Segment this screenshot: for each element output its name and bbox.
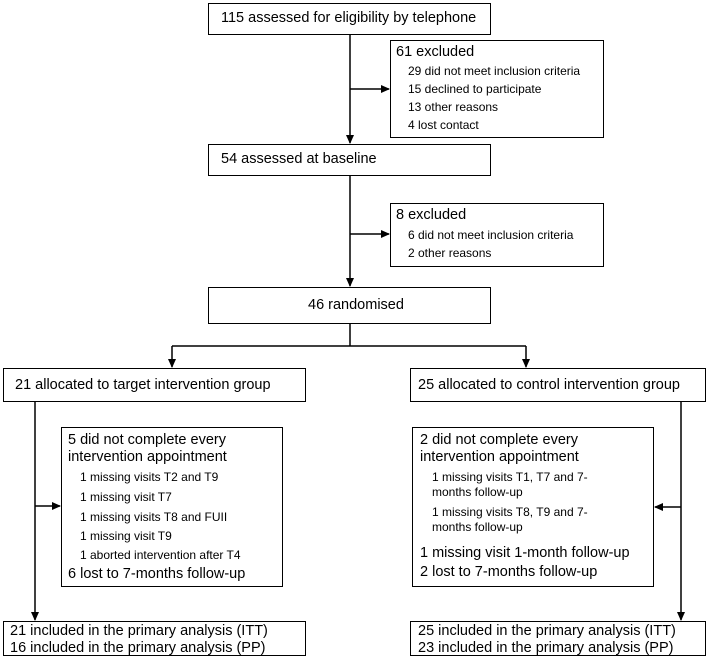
excluded2-box [390, 203, 604, 267]
excluded2-title: 8 excluded [396, 207, 467, 223]
target-dropout-item: 1 aborted intervention after T4 [80, 548, 241, 562]
control-dropout-item: 1 missing visits T8, T9 and 7- [432, 505, 588, 519]
control-dropout-item: months follow-up [432, 520, 523, 534]
control-dropout-item: months follow-up [432, 485, 523, 499]
baseline-box [208, 144, 491, 176]
target-itt-label: 21 included in the primary analysis (ITT… [10, 623, 268, 639]
control-group-box [410, 368, 706, 402]
target-dropout-box [61, 427, 283, 587]
control-analysis-box [410, 621, 706, 656]
target-dropout-item: 1 missing visit T7 [80, 490, 172, 504]
excluded1-item: 29 did not meet inclusion criteria [408, 64, 581, 78]
target-dropout-title: intervention appointment [68, 449, 227, 465]
control-dropout-title: intervention appointment [420, 449, 579, 465]
assessed-phone-box [208, 3, 491, 35]
control-lost-followup: 2 lost to 7-months follow-up [420, 564, 598, 580]
target-group-box [3, 368, 306, 402]
target-dropout-title: 5 did not complete every [68, 432, 226, 448]
target-group-label: 21 allocated to target intervention grou… [15, 377, 271, 393]
randomised-box [208, 287, 491, 324]
excluded1-title: 61 excluded [396, 44, 475, 60]
excluded1-item: 15 declined to participate [408, 82, 542, 96]
excluded1-item: 4 lost contact [408, 118, 479, 132]
randomised-label: 46 randomised [308, 297, 404, 313]
target-dropout-item: 1 missing visits T2 and T9 [80, 470, 219, 484]
control-dropout-box [412, 427, 654, 587]
control-pp-label: 23 included in the primary analysis (PP) [418, 640, 674, 656]
baseline-label: 54 assessed at baseline [221, 151, 377, 167]
excluded1-item: 13 other reasons [408, 100, 499, 114]
target-pp-label: 16 included in the primary analysis (PP) [10, 640, 266, 656]
control-missing-1month: 1 missing visit 1-month follow-up [420, 545, 630, 561]
control-itt-label: 25 included in the primary analysis (ITT… [418, 623, 676, 639]
control-group-label: 25 allocated to control intervention gro… [418, 377, 680, 393]
control-dropout-item: 1 missing visits T1, T7 and 7- [432, 470, 588, 484]
target-analysis-box [3, 621, 306, 656]
excluded2-item: 6 did not meet inclusion criteria [408, 228, 574, 242]
target-dropout-item: 1 missing visit T9 [80, 529, 172, 543]
assessed-phone-label: 115 assessed for eligibility by telephon… [221, 10, 477, 26]
target-dropout-item: 1 missing visits T8 and FUII [80, 510, 228, 524]
excluded2-item: 2 other reasons [408, 246, 492, 260]
control-dropout-title: 2 did not complete every [420, 432, 578, 448]
target-lost-followup: 6 lost to 7-months follow-up [68, 566, 246, 582]
excluded1-box [390, 40, 604, 138]
